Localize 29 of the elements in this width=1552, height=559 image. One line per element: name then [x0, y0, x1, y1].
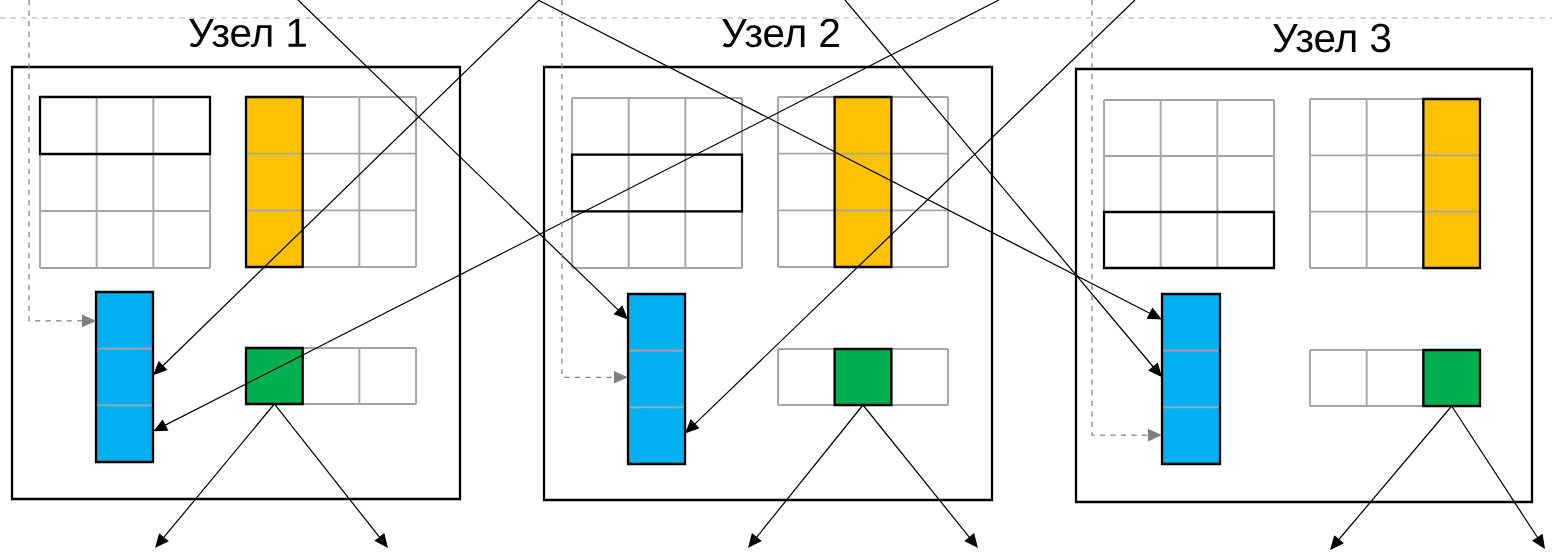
- node-box: Узел 2: [542, 18, 994, 502]
- column-bar: [94, 290, 155, 464]
- arrow: [1330, 405, 1453, 550]
- node-box: Узел 3: [1074, 23, 1534, 504]
- node-label: Узел 3: [1273, 23, 1391, 53]
- arrow: [748, 404, 864, 548]
- column-bar: [626, 292, 687, 466]
- arrow: [273, 403, 388, 548]
- cell: [833, 347, 893, 407]
- dashed-arrow: [1091, 0, 1162, 442]
- grid-drawing: [777, 95, 949, 269]
- arrow: [153, 0, 1000, 432]
- arrow: [537, 0, 1162, 320]
- dashed-arrow: [561, 0, 628, 384]
- arrow: [297, 0, 628, 320]
- arrow: [1451, 405, 1545, 549]
- node-box: Узел 1: [10, 18, 462, 501]
- grid-drawing: [38, 95, 212, 269]
- arrow: [155, 403, 275, 548]
- grid-drawing: [1309, 97, 1482, 270]
- node-label: Узел 1: [189, 18, 306, 48]
- arrow: [862, 404, 978, 548]
- node-label: Узел 2: [722, 18, 839, 48]
- grid-drawing: [244, 95, 417, 269]
- cell: [1422, 348, 1482, 408]
- column-bar: [1160, 292, 1222, 466]
- grid-drawing: [570, 97, 744, 269]
- grid-drawing: [1102, 99, 1276, 270]
- cell: [244, 346, 304, 406]
